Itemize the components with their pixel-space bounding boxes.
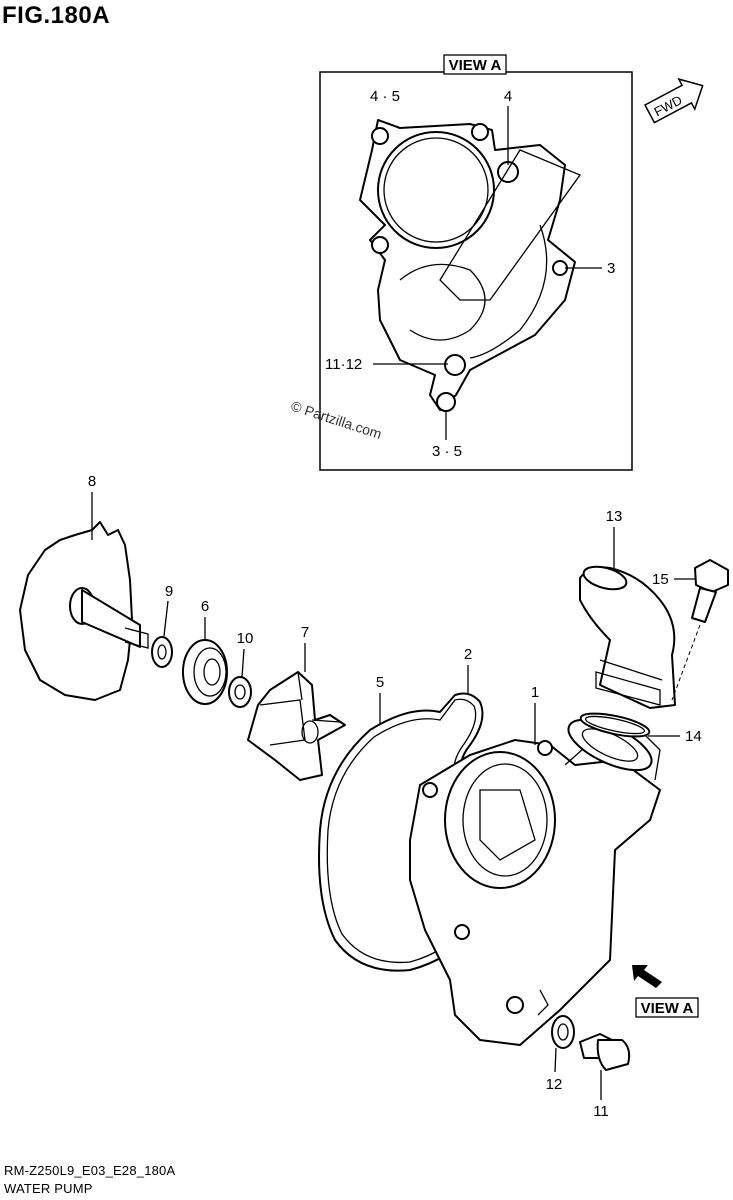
callout-6: 6 [201, 598, 209, 615]
view-a-pointer-label: VIEW A [641, 1000, 694, 1017]
callout-11: 11 [593, 1103, 609, 1120]
callout-3-5: 3 · 5 [432, 443, 462, 460]
washer-9: 9 [151, 583, 173, 668]
callout-1: 1 [531, 684, 539, 701]
callout-15: 15 [652, 571, 669, 588]
view-a-inset: VIEW A FWD 4 · 5 4 3 11·12 [289, 54, 704, 471]
bolt-guide-line [671, 624, 701, 701]
watermark: © Partzilla.com [289, 398, 384, 442]
callout-11-12: 11·12 [325, 356, 362, 373]
pump-cover-view-a: 4 · 5 4 3 11·12 3 · 5 [325, 88, 615, 460]
bolt-15: 15 [652, 559, 729, 623]
view-a-tag: VIEW A [449, 57, 502, 74]
callout-4: 4 [504, 88, 512, 105]
callout-7: 7 [301, 624, 309, 641]
callout-2: 2 [464, 646, 472, 663]
callout-8: 8 [88, 473, 96, 490]
oil-seal-6: 6 [182, 598, 228, 705]
drawing-code: RM-Z250L9_E03_E28_180A [4, 1163, 176, 1178]
callout-10: 10 [237, 630, 254, 647]
water-pipe-elbow-13: 13 [579, 508, 676, 709]
pump-gear-shaft: 8 [19, 473, 149, 701]
impeller-7: 7 [247, 624, 346, 781]
callout-3: 3 [607, 260, 615, 277]
callout-14: 14 [685, 728, 702, 745]
callout-4-5: 4 · 5 [370, 88, 400, 105]
fwd-arrow-icon: FWD [643, 77, 704, 124]
washer-12: 12 [546, 1015, 575, 1093]
callout-12: 12 [546, 1076, 563, 1093]
figure-title: FIG.180A [2, 2, 111, 29]
drawing-name: WATER PUMP [4, 1181, 93, 1196]
callout-13: 13 [606, 508, 623, 525]
callout-9: 9 [165, 583, 173, 600]
washer-10: 10 [228, 630, 254, 708]
pump-body-1: 1 [409, 684, 661, 1046]
o-ring-14: 14 [579, 712, 702, 745]
callout-5: 5 [376, 674, 384, 691]
view-a-pointer: VIEW A [632, 965, 699, 1018]
drain-bolt-11: 11 [579, 1033, 631, 1120]
